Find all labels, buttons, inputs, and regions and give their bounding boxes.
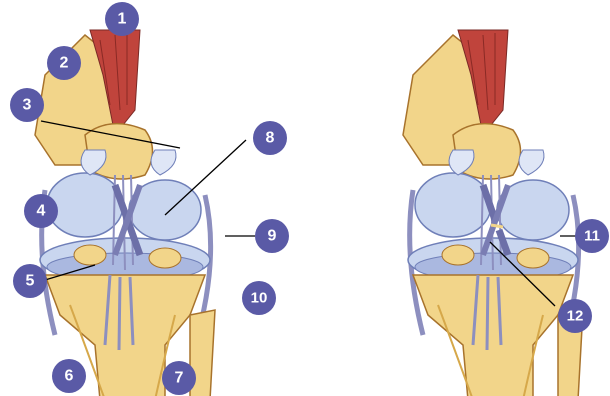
- label-badge-11: 11: [575, 219, 609, 253]
- svg-text:11: 11: [584, 228, 600, 245]
- label-badge-2: 2: [47, 46, 81, 80]
- label-badge-9: 9: [255, 219, 289, 253]
- svg-text:4: 4: [37, 203, 46, 220]
- svg-text:12: 12: [567, 308, 584, 325]
- label-badge-8: 8: [253, 121, 287, 155]
- label-badge-5: 5: [13, 264, 47, 298]
- svg-text:10: 10: [251, 290, 268, 307]
- label-badge-3: 3: [10, 88, 44, 122]
- svg-text:1: 1: [118, 11, 127, 28]
- label-badge-7: 7: [162, 361, 196, 395]
- label-badge-12: 12: [558, 299, 592, 333]
- label-badge-1: 1: [105, 2, 139, 36]
- label-badge-6: 6: [52, 359, 86, 393]
- svg-text:7: 7: [175, 370, 184, 387]
- svg-text:9: 9: [268, 228, 277, 245]
- knee-illustration-injured: [403, 30, 583, 396]
- label-badge-4: 4: [24, 194, 58, 228]
- svg-text:8: 8: [266, 130, 275, 147]
- knee-illustration-intact: [35, 30, 215, 396]
- svg-text:5: 5: [26, 273, 35, 290]
- svg-text:3: 3: [23, 97, 32, 114]
- svg-text:6: 6: [65, 368, 74, 385]
- label-badge-10: 10: [242, 281, 276, 315]
- svg-text:2: 2: [60, 55, 69, 72]
